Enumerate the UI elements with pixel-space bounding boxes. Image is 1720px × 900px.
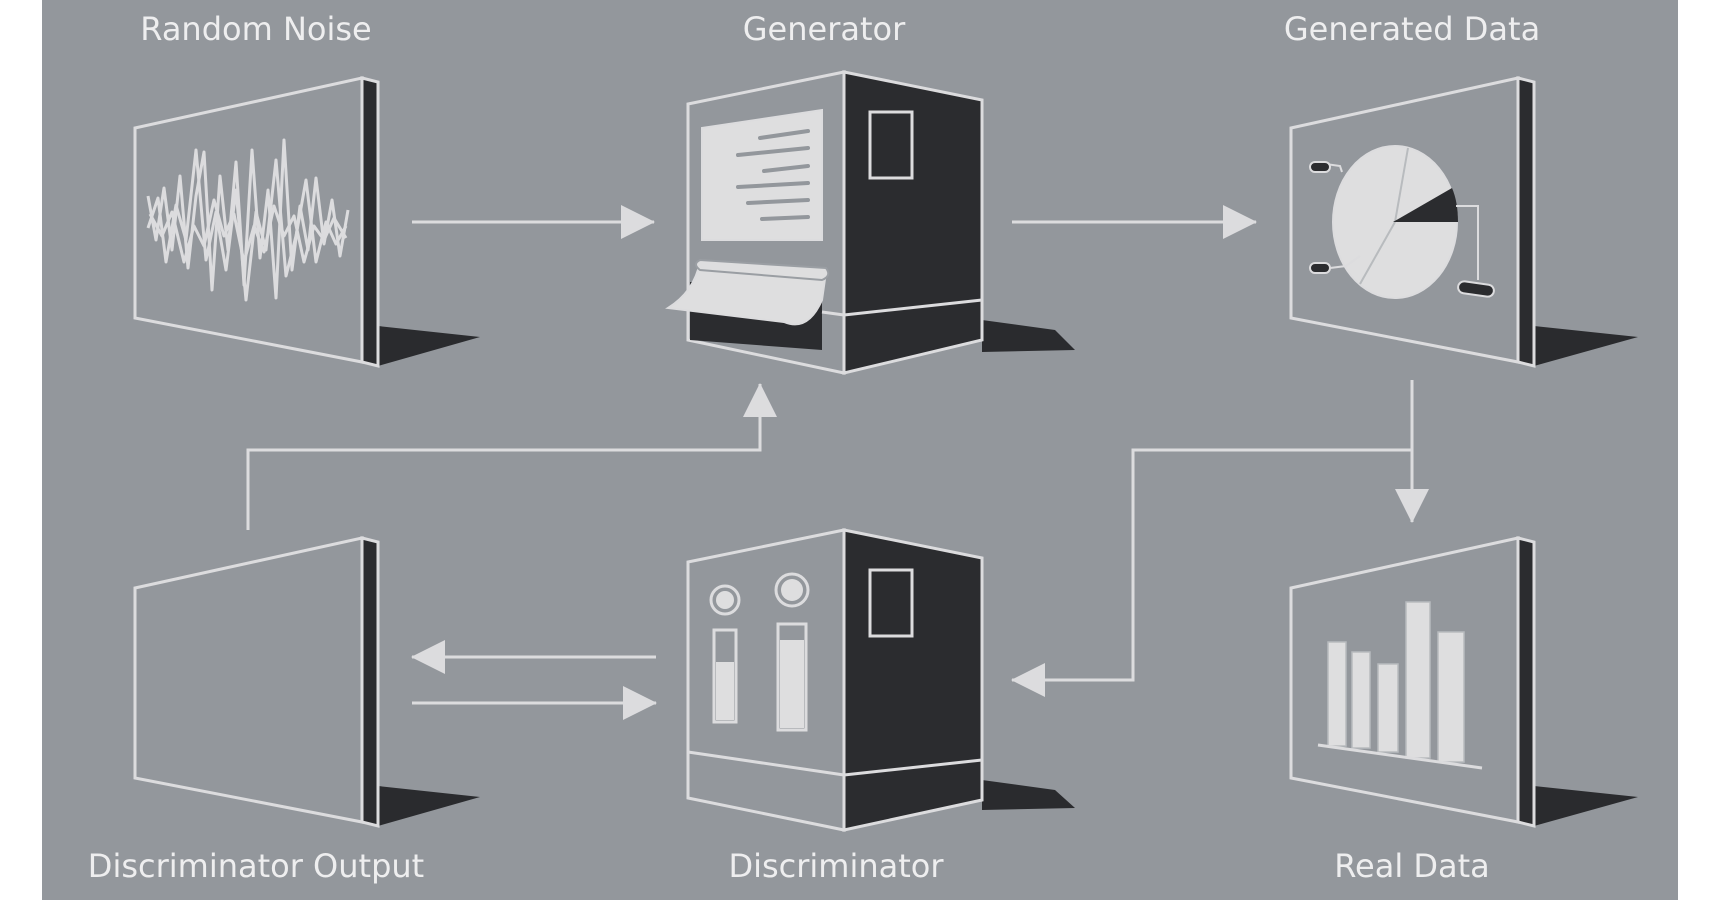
- panel-shadow: [1534, 326, 1638, 366]
- discriminator-machine-icon: [709, 572, 810, 732]
- node-label-random-noise: Random Noise: [140, 10, 371, 48]
- machine-base-line: [843, 298, 983, 317]
- machine-base-line-right: [843, 758, 983, 777]
- node-label-generated-data: Generated Data: [1284, 10, 1540, 48]
- generated-data-node: Generated Data: [1284, 10, 1638, 368]
- node-label-discriminator: Discriminator: [728, 847, 944, 885]
- machine-shadow: [982, 780, 1075, 810]
- panel-edge: [1516, 536, 1536, 828]
- machine-base-line: [687, 750, 845, 777]
- panel-shadow: [1534, 786, 1638, 826]
- bar-chart-panel-icon: [1317, 601, 1483, 770]
- connectors: [246, 205, 1429, 720]
- edge-generated-to-discriminator: [1011, 448, 1412, 697]
- pie-chart-panel-icon: [1309, 145, 1495, 299]
- edge-output-to-generator: [246, 383, 777, 530]
- panel-edge: [360, 76, 380, 368]
- generator-machine-icon: [701, 108, 823, 241]
- node-label-generator: Generator: [743, 10, 906, 48]
- generator-node: Generator: [665, 10, 1075, 375]
- panel-edge: [360, 536, 380, 828]
- real-data-node: Real Data: [1289, 536, 1638, 885]
- discriminator-node: Discriminator: [686, 528, 1075, 885]
- machine-window: [868, 110, 914, 180]
- panel-shadow: [378, 326, 480, 366]
- machine-left-face: [686, 528, 846, 832]
- blank-panel-icon: [133, 536, 364, 824]
- discriminator-output-node: Discriminator Output: [88, 536, 480, 885]
- machine-window: [868, 568, 914, 638]
- node-label-real-data: Real Data: [1334, 847, 1490, 885]
- machine-base-line-left: [821, 310, 845, 317]
- random-noise-node: Random Noise: [133, 10, 480, 368]
- screen-text-lines: [736, 129, 810, 221]
- panel-edge: [1516, 76, 1536, 368]
- machine-shadow: [982, 320, 1075, 352]
- paper-roll: [695, 258, 830, 282]
- waveform-panel-icon: [146, 138, 350, 302]
- node-label-discriminator-output: Discriminator Output: [88, 847, 424, 885]
- panel-shadow: [378, 786, 480, 826]
- panel-face: [1289, 536, 1520, 824]
